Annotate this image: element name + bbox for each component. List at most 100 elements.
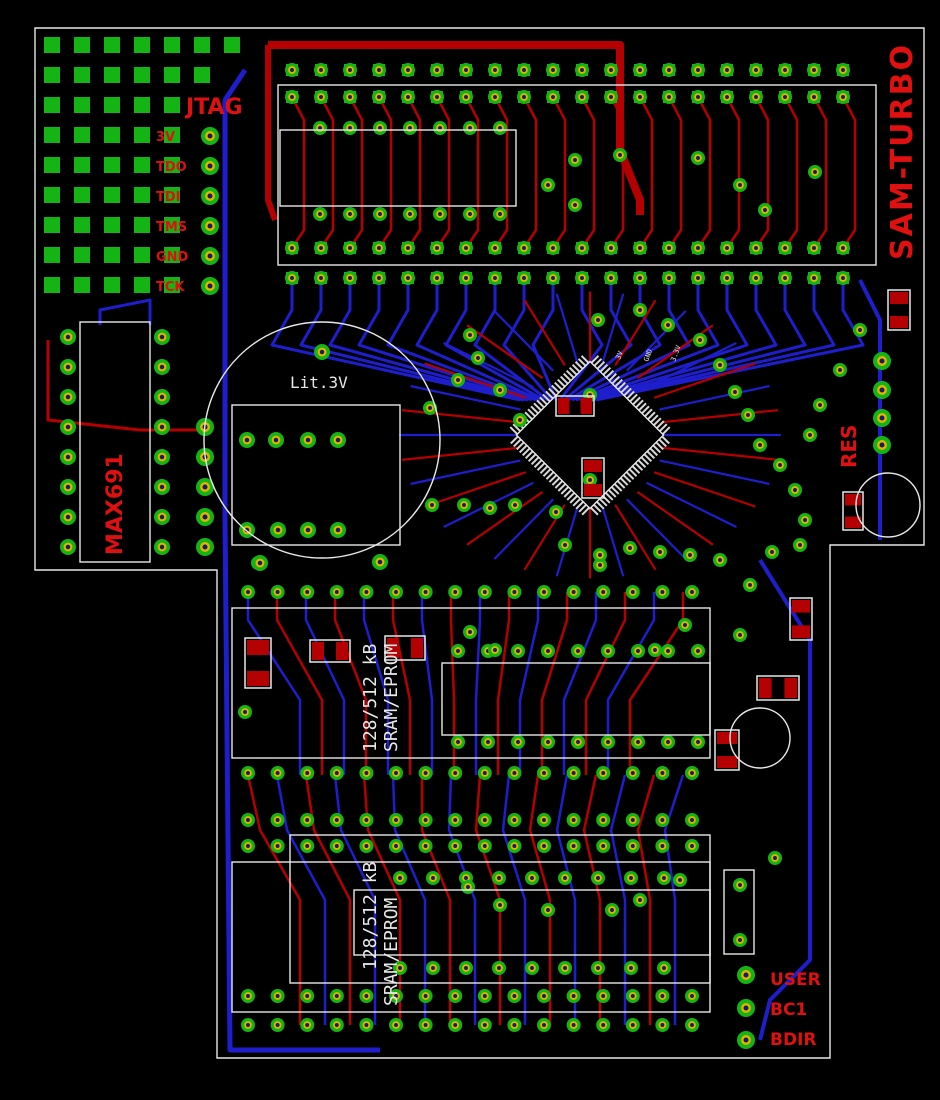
trace — [659, 385, 770, 411]
via — [691, 151, 705, 165]
via — [749, 63, 763, 77]
via — [389, 1018, 403, 1032]
trace — [290, 96, 306, 249]
trace — [348, 96, 364, 249]
via — [720, 271, 734, 285]
via — [604, 90, 618, 104]
pad — [134, 247, 150, 263]
via — [541, 903, 555, 917]
via — [507, 1018, 522, 1032]
trace — [401, 446, 518, 461]
via — [343, 63, 357, 77]
via — [314, 63, 328, 77]
via — [330, 522, 346, 538]
via — [300, 432, 316, 448]
via — [546, 63, 560, 77]
via — [517, 271, 531, 285]
via — [537, 1018, 551, 1032]
via — [768, 851, 782, 865]
via — [511, 644, 525, 658]
via — [743, 578, 757, 592]
trace — [304, 774, 352, 1025]
smd-component — [384, 635, 426, 661]
trace — [653, 362, 756, 399]
via — [625, 989, 640, 1003]
pad — [74, 217, 90, 233]
via — [425, 498, 439, 512]
via — [241, 585, 255, 599]
via — [372, 271, 386, 285]
trace — [474, 592, 482, 775]
pad — [104, 157, 120, 173]
trace — [410, 459, 521, 485]
via — [798, 513, 812, 527]
via — [749, 90, 763, 104]
pad — [164, 37, 180, 53]
trace — [636, 774, 656, 1025]
trace — [496, 592, 511, 775]
connector-pin-label: BDIR — [770, 1030, 816, 1050]
via — [753, 438, 767, 452]
via — [343, 241, 357, 255]
via — [691, 644, 705, 658]
via — [833, 363, 847, 377]
pad — [134, 187, 150, 203]
via — [655, 989, 670, 1003]
jtag-pin-label: TMS — [156, 220, 187, 235]
via — [60, 539, 76, 555]
via — [728, 385, 742, 399]
via — [241, 766, 255, 780]
smd-component — [581, 457, 605, 499]
via — [836, 90, 850, 104]
via — [154, 509, 170, 525]
via — [418, 989, 433, 1003]
trace — [626, 310, 687, 372]
via — [430, 241, 444, 255]
trace — [580, 96, 596, 249]
trace — [435, 96, 451, 249]
trace — [783, 96, 799, 249]
pad — [164, 127, 180, 143]
via — [525, 871, 539, 885]
trace — [601, 507, 625, 577]
via — [713, 553, 727, 567]
via — [631, 644, 645, 658]
via — [477, 813, 492, 827]
via — [537, 585, 551, 599]
via — [568, 153, 582, 167]
via — [314, 241, 328, 255]
memory-1-line1: 128/512 kB — [360, 644, 381, 752]
trace — [493, 498, 554, 560]
trace — [473, 278, 549, 402]
trace — [466, 491, 543, 546]
via — [541, 735, 555, 749]
via — [733, 878, 747, 892]
via — [571, 644, 585, 658]
via — [549, 505, 563, 519]
pad — [164, 217, 180, 233]
trace — [386, 278, 537, 402]
trace — [333, 774, 377, 1025]
via — [546, 90, 560, 104]
via — [507, 989, 522, 1003]
via — [693, 333, 707, 347]
trace — [614, 504, 657, 571]
via — [778, 90, 792, 104]
via — [459, 241, 473, 255]
via — [372, 554, 388, 570]
via — [359, 1018, 374, 1032]
via — [773, 458, 787, 472]
trace — [420, 592, 434, 775]
via — [566, 813, 581, 827]
trace — [663, 774, 685, 1025]
via — [270, 839, 285, 853]
trace — [443, 342, 534, 388]
pad — [104, 217, 120, 233]
trace — [406, 96, 422, 249]
trace — [555, 293, 579, 363]
via — [507, 813, 522, 827]
via — [451, 735, 465, 749]
pad — [194, 37, 210, 53]
via — [463, 207, 477, 221]
trace — [582, 774, 602, 1025]
